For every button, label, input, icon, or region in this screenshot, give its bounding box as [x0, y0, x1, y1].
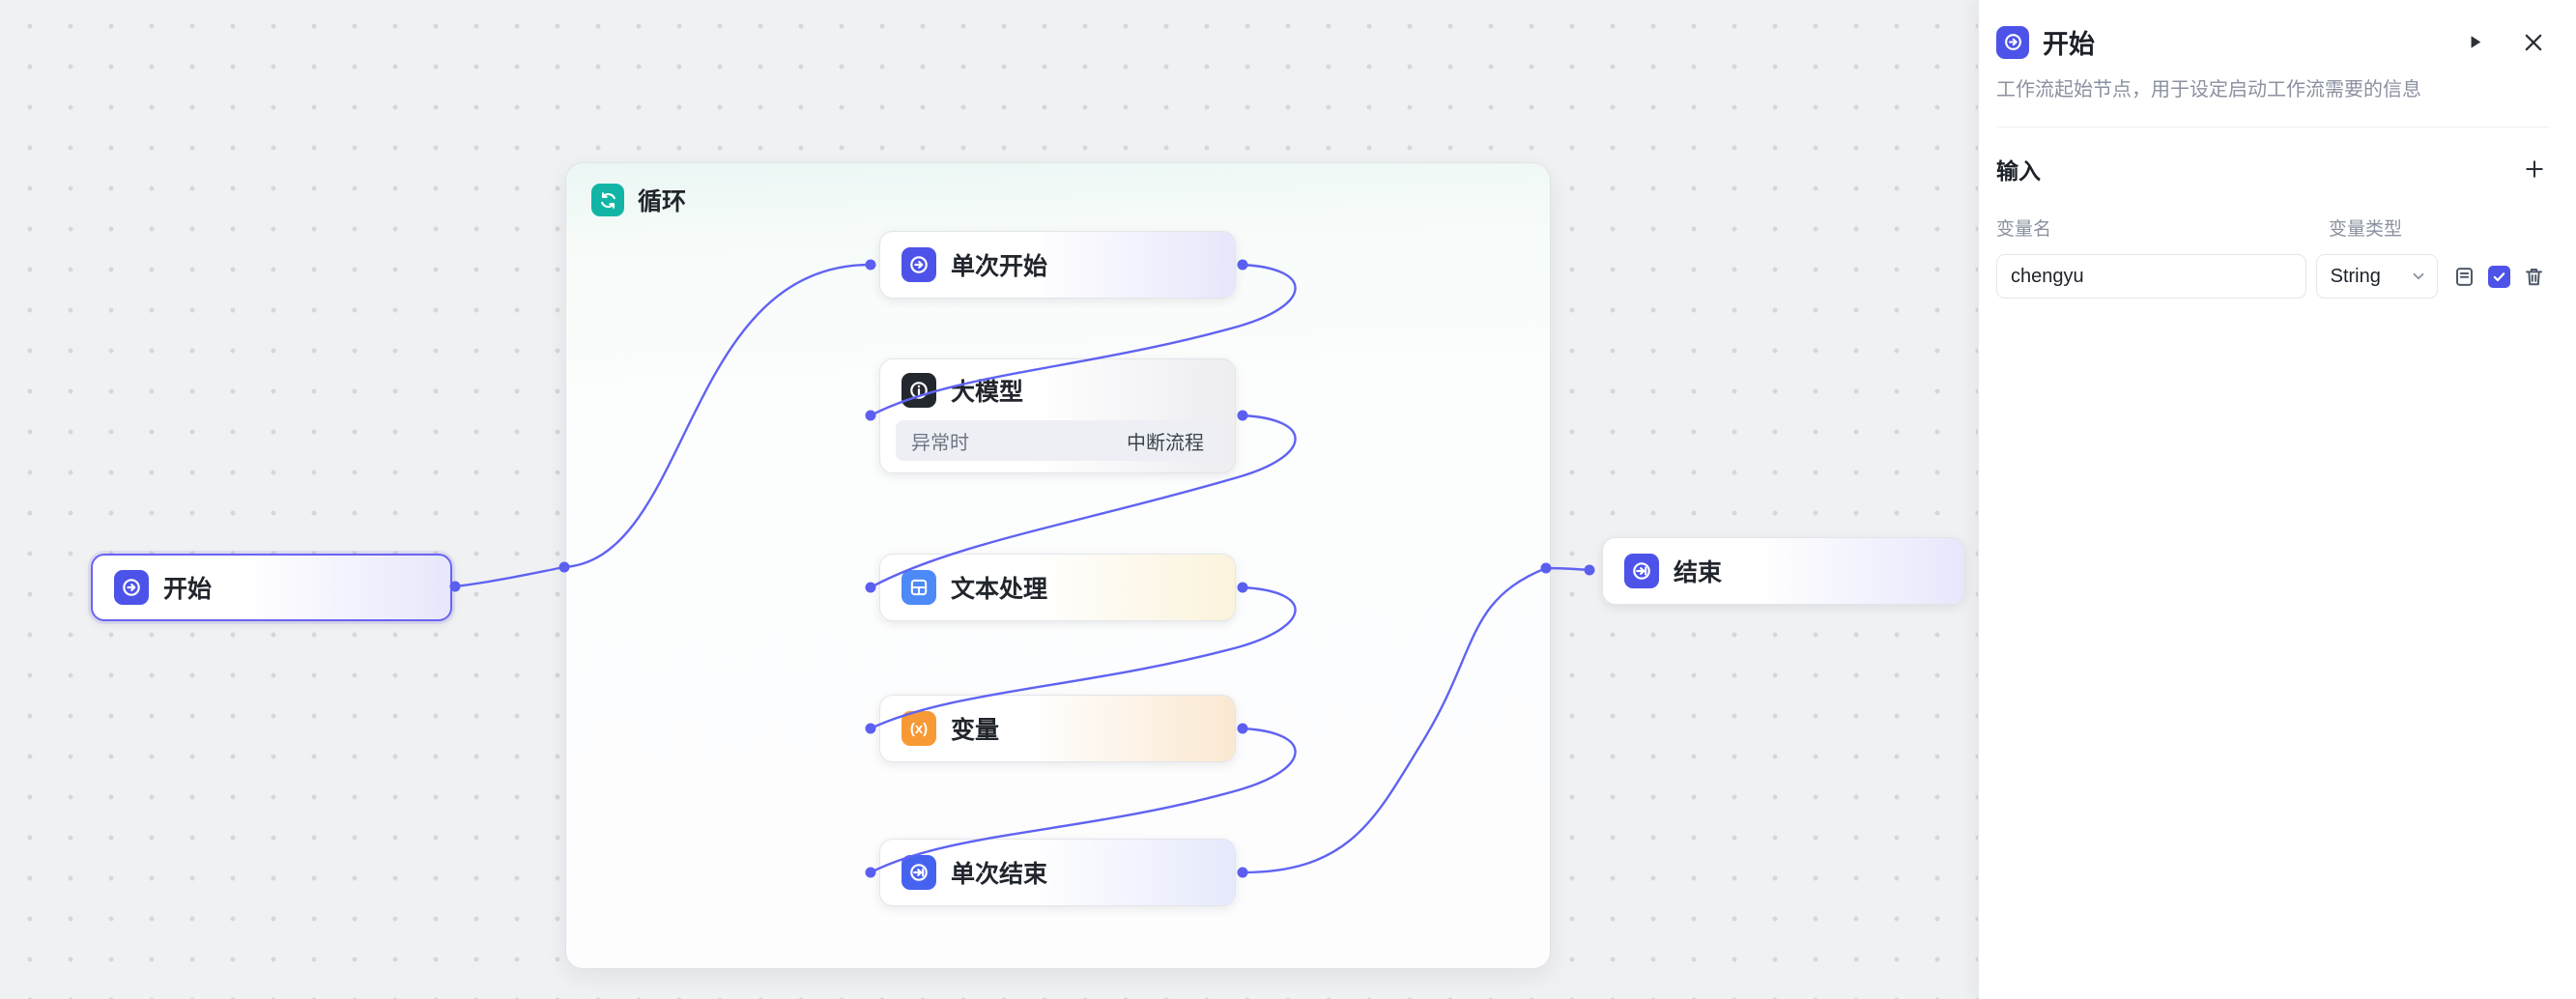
node-iteration-start[interactable]: 单次开始 [879, 231, 1236, 299]
node-text-process[interactable]: 文本处理 [879, 554, 1236, 621]
inputs-section-title: 输入 [1996, 158, 2041, 184]
description-icon[interactable] [2449, 262, 2479, 292]
node-start-label: 开始 [163, 576, 213, 603]
iteration-end-icon [902, 855, 936, 890]
node-start[interactable]: 开始 [91, 554, 452, 621]
input-variable-row: String [1996, 254, 2549, 299]
llm-icon [902, 373, 936, 408]
text-process-icon [902, 570, 936, 605]
iteration-start-icon [902, 247, 936, 282]
wire-loop-to-end [1544, 566, 1591, 572]
llm-exception-action: 中断流程 [1127, 432, 1204, 454]
column-label-name: 变量名 [1996, 219, 2052, 240]
llm-exception-row[interactable]: 异常时 中断流程 [896, 420, 1219, 461]
variable-name-input[interactable] [1996, 254, 2306, 299]
node-end-label: 结束 [1674, 559, 1723, 586]
node-iteration-end[interactable]: 单次结束 [879, 839, 1236, 906]
loop-title: 循环 [638, 188, 687, 215]
add-input-button[interactable] [2520, 155, 2549, 184]
end-icon [1624, 554, 1659, 588]
llm-exception-label: 异常时 [911, 432, 969, 454]
divider [1996, 127, 2549, 128]
panel-description: 工作流起始节点，用于设定启动工作流需要的信息 [1996, 79, 2421, 100]
loop-icon [591, 184, 624, 216]
run-button[interactable] [2461, 28, 2489, 56]
node-variable-label: 变量 [951, 717, 1000, 744]
close-icon[interactable] [2518, 27, 2549, 58]
node-config-panel: 开始 工作流起始节点，用于设定启动工作流需要的信息 输入 变量名 变量类型 St… [1978, 0, 2576, 999]
column-label-type: 变量类型 [2329, 219, 2403, 240]
port-dot[interactable] [1584, 564, 1595, 576]
node-text-process-label: 文本处理 [951, 576, 1048, 603]
node-variable[interactable]: (x) 变量 [879, 695, 1236, 762]
delete-icon[interactable] [2519, 262, 2549, 292]
variable-type-value: String [2330, 265, 2381, 287]
wire-start-to-loop [453, 565, 566, 588]
variable-glyph: (x) [909, 720, 929, 737]
variable-type-select[interactable]: String [2315, 254, 2438, 299]
panel-title: 开始 [2043, 30, 2095, 59]
node-llm-label: 大模型 [951, 379, 1024, 406]
node-iteration-start-label: 单次开始 [951, 253, 1048, 280]
node-iteration-end-label: 单次结束 [951, 861, 1048, 888]
panel-start-icon [1996, 25, 2029, 59]
chevron-down-icon [2413, 272, 2424, 280]
panel-header: 开始 [1996, 23, 2549, 61]
required-checkbox[interactable] [2488, 265, 2510, 288]
loop-header: 循环 [591, 183, 686, 217]
variable-icon: (x) [902, 711, 936, 746]
node-llm[interactable]: 大模型 异常时 中断流程 [879, 358, 1236, 473]
start-icon [114, 570, 149, 605]
node-end[interactable]: 结束 [1602, 537, 1965, 605]
